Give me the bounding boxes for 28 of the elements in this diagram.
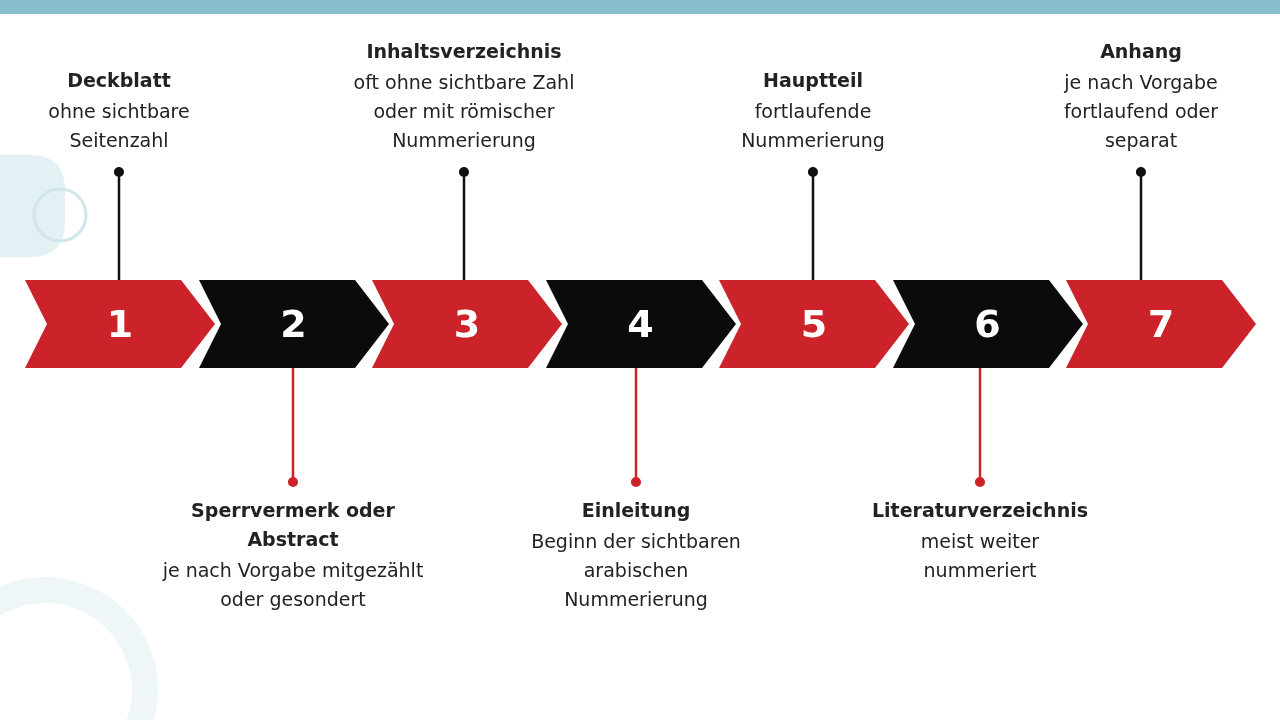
step-description: Beginn der sichtbaren arabischen Nummerierung <box>530 529 742 612</box>
step-heading: Hauptteil <box>762 68 864 93</box>
leader-line <box>458 166 470 280</box>
step-heading: Einleitung <box>580 498 692 523</box>
step-description: je nach Vorgabe mitgezählt oder gesondert <box>161 558 425 612</box>
step-number: 1 <box>106 302 134 346</box>
step-number: 5 <box>800 302 828 346</box>
step-heading: Literaturverzeichnis <box>871 498 1089 523</box>
step-number: 6 <box>974 302 1001 346</box>
step-heading: Inhaltsverzeichnis <box>365 39 563 64</box>
step-description: oft ohne sichtbare Zahl oder mit römischer Nummerierung <box>352 70 576 153</box>
step-description: fortlaufende Nummerierung <box>740 99 886 153</box>
step-heading: Deckblatt <box>66 68 172 93</box>
step-number: 2 <box>280 302 307 346</box>
step-number: 4 <box>627 302 654 346</box>
step-heading: Anhang <box>1099 39 1183 64</box>
leader-line <box>630 368 642 488</box>
leader-line <box>1135 166 1147 280</box>
leader-line <box>113 166 125 280</box>
step-number: 3 <box>453 302 481 346</box>
leader-line <box>974 368 986 488</box>
leader-line <box>807 166 819 280</box>
step-description: je nach Vorgabe fortlaufend oder separat <box>1062 70 1220 153</box>
step-description: ohne sichtbare Seitenzahl <box>47 99 191 153</box>
step-heading: Sperrvermerk oder Abstract <box>190 498 396 552</box>
step-number: 7 <box>1147 302 1175 346</box>
leader-line <box>287 368 299 488</box>
step-description: meist weiter nummeriert <box>919 529 1041 583</box>
